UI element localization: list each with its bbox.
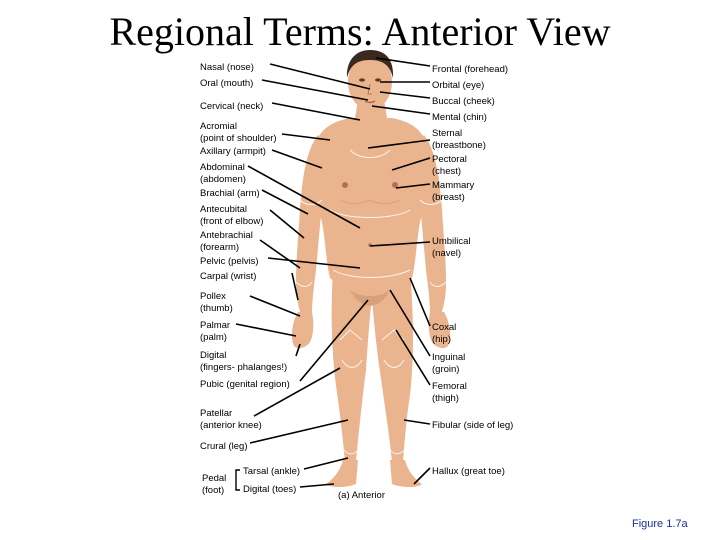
leader-line-antebrachial: [259, 239, 301, 269]
label-digital-fingers: Digital (fingers- phalanges!): [200, 350, 288, 373]
page-title: Regional Terms: Anterior View: [109, 9, 611, 54]
label-pectoral: Pectoral (chest): [432, 154, 467, 177]
label-mammary: Mammary (breast): [432, 180, 475, 203]
label-buccal: Buccal (cheek): [432, 96, 495, 107]
leader-line-pollex: [249, 295, 301, 317]
label-coxal: Coxal (hip): [432, 322, 457, 345]
leader-line-antecubital: [269, 209, 305, 239]
leader-line-tarsal: [303, 457, 349, 470]
label-sternal: Sternal (breastbone): [432, 128, 486, 151]
leader-line-abdominal: [247, 165, 361, 229]
leader-lines: [235, 57, 431, 491]
leader-line-axillary: [271, 149, 323, 169]
label-digital-toes: Digital (toes): [243, 484, 297, 495]
label-pollex: Pollex (thumb): [200, 291, 233, 314]
leader-line-frontal: [375, 57, 431, 67]
leader-line-crural: [249, 419, 349, 444]
leader-line-buccal: [379, 91, 431, 99]
leader-line-hallux: [413, 467, 431, 485]
label-brachial: Brachial (arm): [200, 188, 260, 199]
leader-line-pubic: [299, 299, 369, 382]
leader-line-pectoral: [391, 157, 431, 171]
leader-line-patellar: [253, 367, 341, 417]
label-fibular: Fibular (side of leg): [432, 420, 514, 431]
label-crural: Crural (leg): [200, 441, 248, 452]
label-inguinal: Inguinal (groin): [432, 352, 466, 375]
leader-line-carpal: [291, 272, 299, 301]
human-figure: [291, 50, 451, 487]
leader-line-cervical: [271, 102, 361, 121]
leader-line-pelvic: [267, 257, 361, 269]
label-antebrachial: Antebrachial (forearm): [200, 230, 253, 253]
label-pelvic: Pelvic (pelvis): [200, 256, 259, 267]
label-umbilical: Umbilical (navel): [432, 236, 471, 259]
label-palmar: Palmar (palm): [200, 320, 231, 343]
leader-line-fibular: [403, 419, 431, 425]
leader-line-mental: [371, 105, 431, 115]
figure-number: Figure 1.7a: [632, 518, 688, 530]
label-frontal: Frontal (forehead): [432, 64, 509, 75]
leader-line-oral: [261, 79, 369, 101]
label-pubic: Pubic (genital region): [200, 379, 290, 390]
label-axillary: Axillary (armpit): [200, 146, 266, 157]
leader-line-femoral: [395, 329, 431, 386]
leader-line-brachial: [261, 189, 309, 215]
label-femoral: Femoral (thigh): [432, 381, 467, 404]
label-orbital: Orbital (eye): [432, 80, 485, 91]
leader-line-digital-fingers: [295, 343, 301, 357]
pedal-bracket: [235, 469, 240, 491]
leader-line-palmar: [235, 323, 297, 337]
label-nasal: Nasal (nose): [200, 62, 254, 73]
label-tarsal: Tarsal (ankle): [243, 466, 301, 477]
label-carpal: Carpal (wrist): [200, 271, 257, 282]
leader-line-umbilical: [369, 241, 431, 247]
label-abdominal: Abdominal (abdomen): [200, 162, 246, 185]
leader-line-digital-toes: [299, 483, 335, 488]
label-acromial: Acromial (point of shoulder): [200, 121, 277, 144]
label-pedal: Pedal (foot): [202, 473, 227, 496]
leader-line-mammary: [395, 183, 431, 189]
figure-caption: (a) Anterior: [338, 490, 385, 501]
leader-line-coxal: [409, 277, 431, 327]
leader-line-acromial: [281, 133, 331, 141]
label-oral: Oral (mouth): [200, 78, 254, 89]
leader-line-sternal: [367, 139, 431, 149]
label-cervical: Cervical (neck): [200, 101, 264, 112]
label-hallux: Hallux (great toe): [432, 466, 505, 477]
leader-line-inguinal: [389, 289, 431, 357]
leader-line-nasal: [269, 63, 371, 90]
label-antecubital: Antecubital (front of elbow): [200, 204, 264, 227]
label-mental: Mental (chin): [432, 112, 487, 123]
label-patellar: Patellar (anterior knee): [200, 408, 262, 431]
